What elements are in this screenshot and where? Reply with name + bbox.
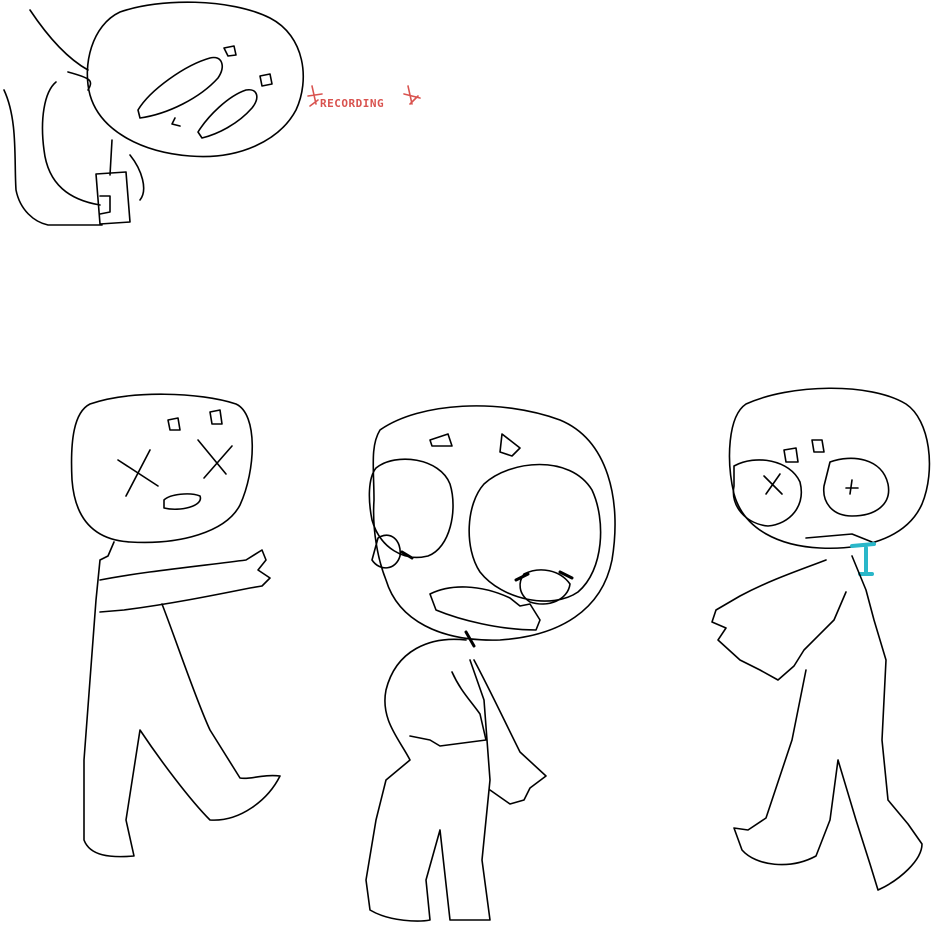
zombie-right-eye-right <box>824 458 889 516</box>
zombie-left-head <box>72 394 253 542</box>
recording-label: RECORDING <box>320 97 385 110</box>
zombie-middle-eye-left <box>369 459 453 557</box>
camera-device <box>96 172 130 224</box>
zombie-middle-brow-1 <box>430 434 452 446</box>
zombie-right-neck-wound <box>852 544 874 574</box>
zombie-middle-neck-mark <box>466 632 474 646</box>
recording-left-mark <box>308 86 322 106</box>
zombie-middle-mark-1 <box>402 552 412 558</box>
zombie-middle-head <box>373 406 615 640</box>
camera-figure-body <box>30 10 100 205</box>
zombie-right-brow-1 <box>784 448 798 462</box>
zombie-right-arm <box>712 560 846 680</box>
zombie-middle-mark-2 <box>516 572 572 580</box>
zombie-left-eye-right <box>198 440 232 478</box>
camera-figure-arm <box>110 140 144 200</box>
camera-figure-spark-2 <box>260 74 272 86</box>
zombie-right-eye-left <box>733 460 801 526</box>
zombie-middle <box>366 406 615 921</box>
zombie-left-arm <box>100 550 270 612</box>
zombie-left <box>72 394 280 856</box>
camera-figure <box>4 2 420 225</box>
camera-figure-spark-3 <box>172 118 180 126</box>
camera-figure-lens-right <box>198 90 257 138</box>
zombie-left-brow-2 <box>210 410 222 424</box>
zombie-middle-body <box>366 639 490 921</box>
zombie-middle-eye-right <box>469 465 600 602</box>
camera-figure-spark-1 <box>224 46 236 56</box>
recording-right-mark <box>404 86 420 104</box>
camera-figure-lens-left <box>138 58 222 118</box>
zombie-middle-arm <box>410 660 546 804</box>
zombie-right-neck <box>806 534 872 542</box>
zombie-right <box>712 388 929 890</box>
zombie-right-eye-left-x <box>764 474 782 494</box>
zombie-left-eye-left <box>118 450 158 496</box>
zombie-middle-brow-2 <box>500 434 520 456</box>
zombie-left-brow-1 <box>168 418 180 430</box>
zombie-middle-cheek-right <box>520 570 570 604</box>
zombie-middle-cheek-left <box>372 535 400 568</box>
zombie-middle-mouth <box>430 587 540 630</box>
zombie-left-mouth <box>164 494 200 509</box>
zombie-left-body <box>84 542 280 857</box>
zombie-right-body <box>734 556 922 890</box>
zombie-right-eye-right-x <box>846 480 858 494</box>
camera-figure-head <box>87 2 303 156</box>
camera-figure-back <box>4 90 102 225</box>
zombie-right-brow-2 <box>812 440 824 452</box>
